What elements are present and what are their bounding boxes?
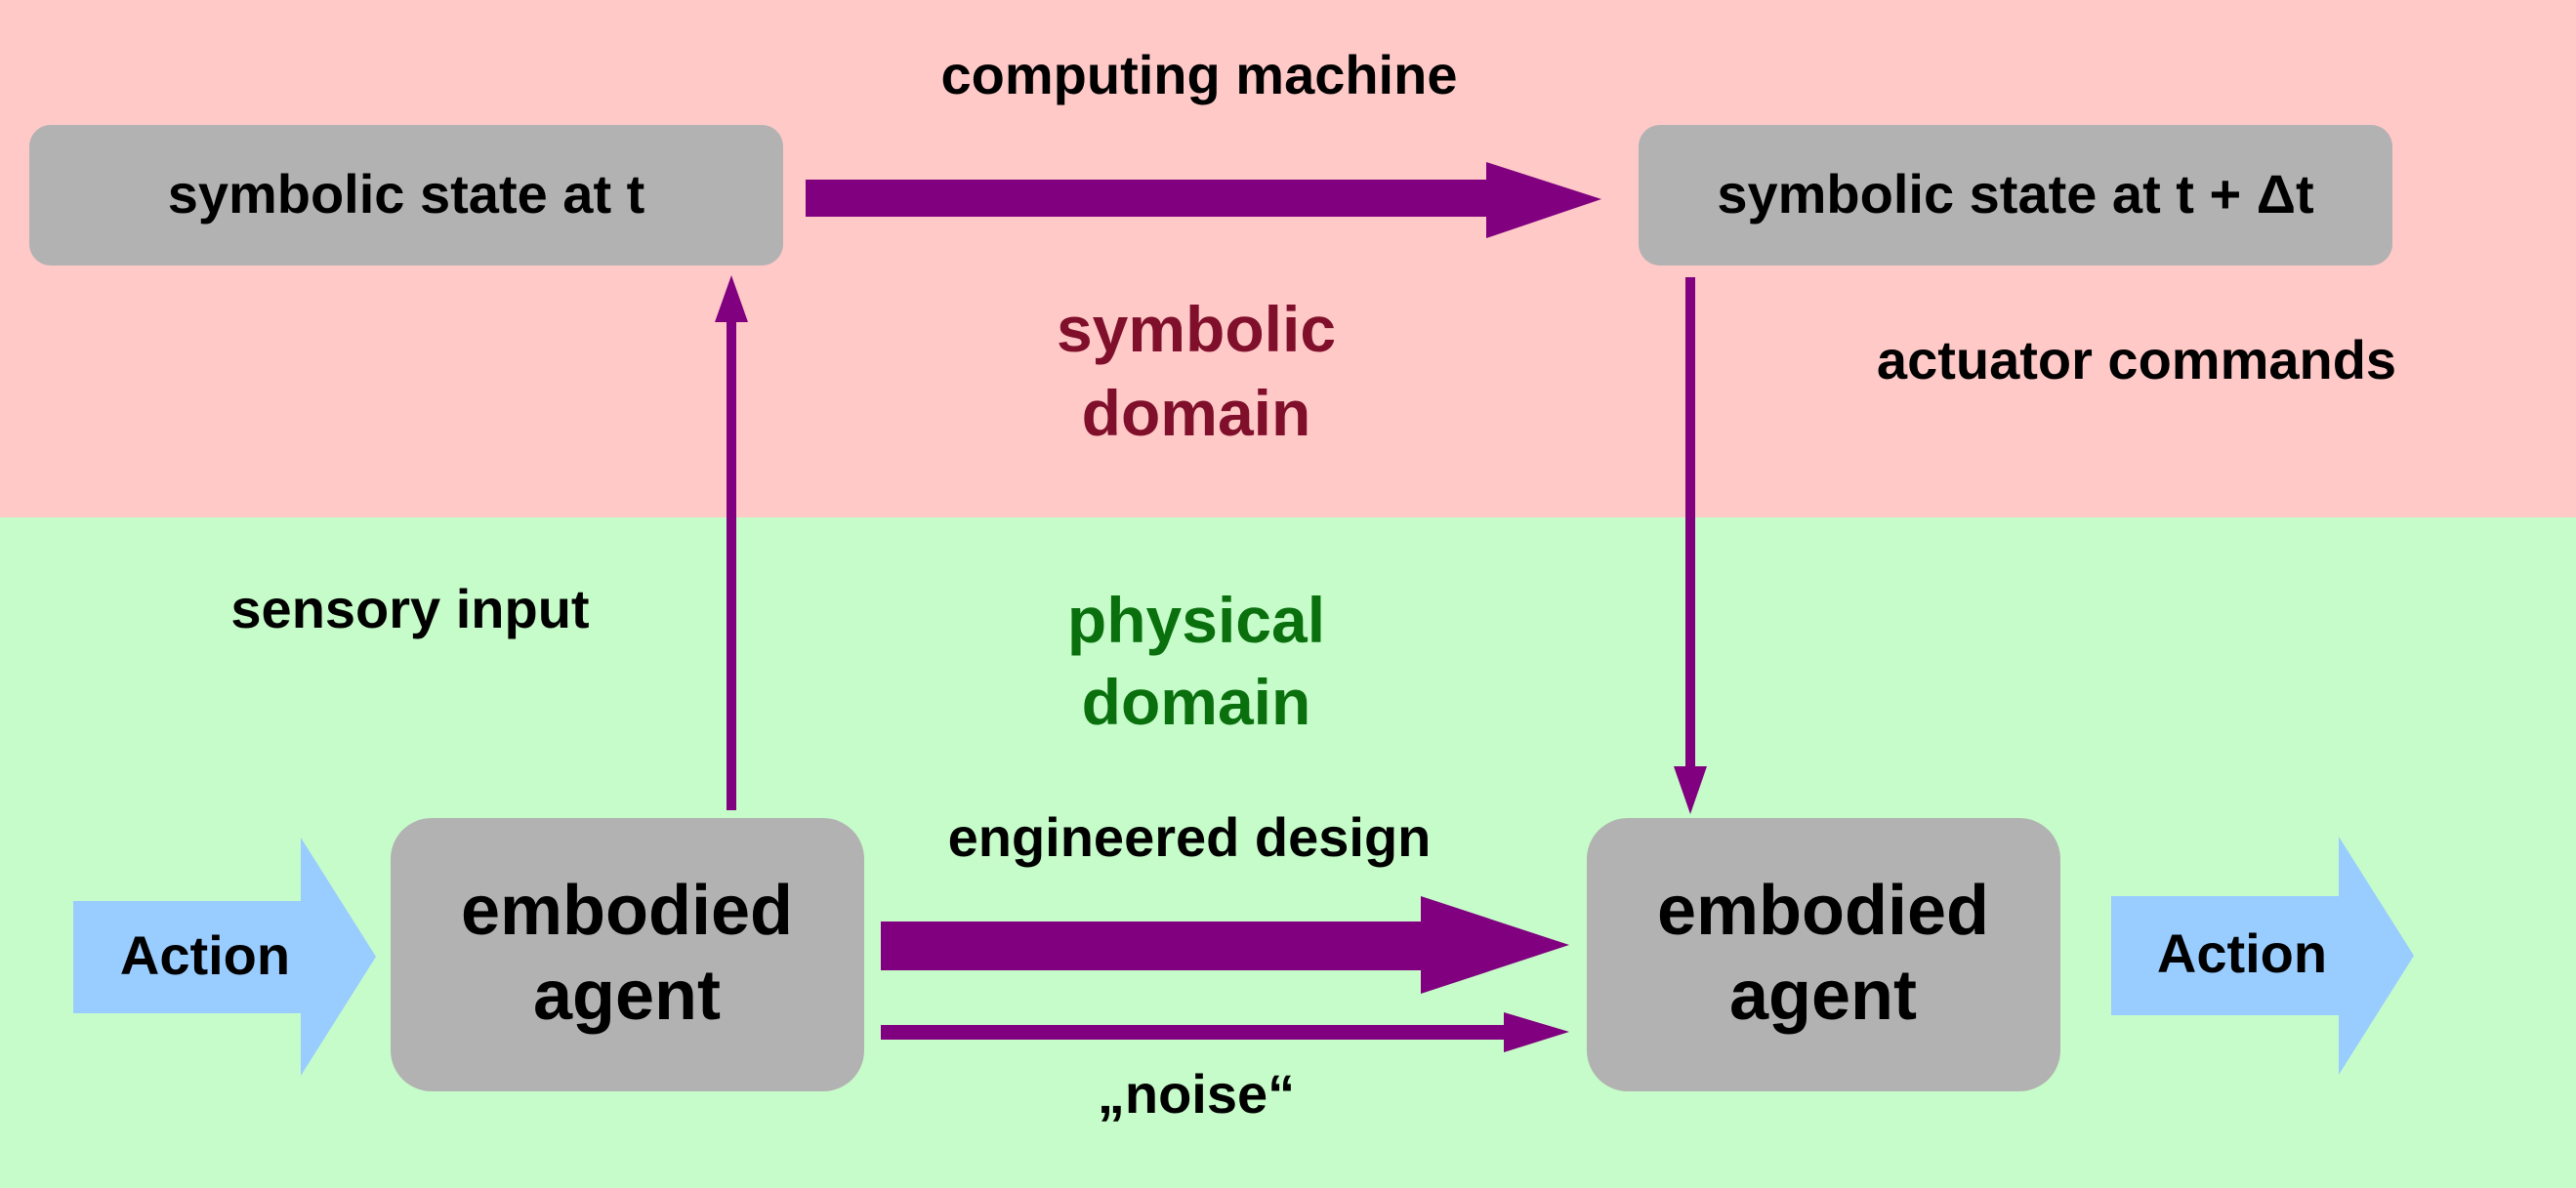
actuator-commands-arrow bbox=[1674, 277, 1707, 814]
engineered-design-label: engineered design bbox=[948, 806, 1432, 868]
noise-label: „noise“ bbox=[1098, 1063, 1295, 1125]
engineered-design-arrow bbox=[881, 896, 1569, 994]
embodied-agent-right-line2: agent bbox=[1729, 957, 1917, 1035]
computing-machine-label: computing machine bbox=[941, 44, 1458, 105]
computing-machine-arrow bbox=[806, 162, 1601, 238]
physical-domain-label-line2: domain bbox=[1082, 666, 1311, 738]
symbolic-state-t-dt-box bbox=[1639, 125, 2392, 266]
physical-domain-label-line1: physical bbox=[1067, 584, 1325, 656]
noise-arrow bbox=[881, 1012, 1569, 1052]
actuator-commands-label: actuator commands bbox=[1877, 329, 2396, 390]
action-right-label: Action bbox=[2157, 922, 2327, 984]
embodied-agent-right-box bbox=[1587, 818, 2060, 1091]
action-arrow-right bbox=[2111, 837, 2414, 1075]
symbolic-domain-label-line2: domain bbox=[1082, 377, 1311, 449]
symbolic-state-t-box bbox=[29, 125, 783, 266]
embodied-agent-left-box bbox=[391, 818, 864, 1091]
embodied-agent-right-line1: embodied bbox=[1657, 872, 1989, 950]
sensory-input-label: sensory input bbox=[230, 578, 589, 639]
symbolic-domain-label-line1: symbolic bbox=[1057, 293, 1336, 365]
embodied-agent-left-line2: agent bbox=[533, 957, 721, 1035]
action-left-label: Action bbox=[120, 924, 290, 986]
symbolic-state-t-label: symbolic state at t bbox=[168, 163, 645, 225]
sensory-input-arrow bbox=[715, 275, 748, 810]
action-arrow-left bbox=[73, 838, 376, 1076]
embodied-agent-left-line1: embodied bbox=[461, 872, 793, 950]
symbolic-state-t-dt-label: symbolic state at t + Δt bbox=[1717, 163, 2313, 225]
